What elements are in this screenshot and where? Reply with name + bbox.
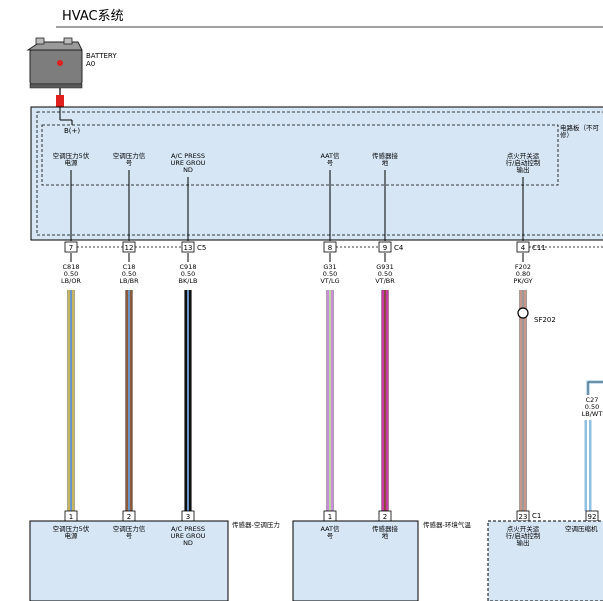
bottom-pin-label-5: 行/启动控制 [506, 531, 541, 540]
connector-pin-number: 12 [125, 244, 134, 252]
pin-label-3: AAT信 [320, 151, 340, 160]
module-top-label-2: 修） [560, 130, 573, 139]
component-name-ac-pressure: 传感器-空调压力 [232, 520, 280, 529]
connector-pin-number: 2 [383, 513, 387, 521]
wire-color-label: VT/BR [375, 277, 395, 285]
wire-circuit-label: C818 [63, 263, 80, 271]
connector-pin-number: 7 [69, 244, 73, 252]
pin-label-5: 输出 [517, 165, 530, 174]
pin-label-2: A/C PRESS [171, 152, 205, 160]
wire-gauge-label: 0.50 [323, 270, 337, 278]
wire-color-label: VT/LG [320, 277, 339, 285]
wire-color-label: BK/LB [179, 277, 198, 285]
battery-name: BATTERY [86, 52, 117, 60]
connector-pin-number: 8 [328, 244, 332, 252]
splice-label: SF202 [534, 316, 556, 324]
connector-name: C1 [532, 512, 541, 520]
wire-circuit-label: C27 [586, 396, 599, 404]
bottom-pin-label-5: 点火开关运 [507, 524, 540, 533]
wire-gauge-label: 0.80 [516, 270, 530, 278]
connector-pin-number: 92 [588, 513, 597, 521]
pin-label-0: 空调压力5伏 [53, 151, 90, 160]
pin-label-5: 点火开关运 [507, 151, 540, 160]
module-top-subcircuit [41, 124, 559, 186]
wire-color-label: PK/GY [513, 277, 532, 285]
bottom-pin-label-5: 输出 [517, 538, 530, 547]
battery-icon [26, 37, 83, 107]
connector-pin-number: 1 [328, 513, 332, 521]
pin-label-1: 号 [126, 159, 133, 167]
page-title: HVAC系统 [62, 9, 124, 24]
bottom-pin-label-3: 号 [327, 532, 334, 540]
bottom-pin-label-2: URE GROU [171, 532, 206, 540]
wire-color-label: LB/BR [119, 277, 139, 285]
connector-name: C5 [197, 244, 206, 252]
component-ac-pressure-sensor [29, 520, 229, 601]
module-top [30, 106, 603, 241]
wire-gauge-label: 0.50 [122, 270, 136, 278]
connector-pin-number: 3 [186, 513, 190, 521]
bottom-pin-label-0: 空调压力5伏 [53, 524, 90, 533]
bottom-pin-label-4: 地 [382, 531, 389, 540]
connector-pin-number: 4 [521, 244, 526, 252]
wire-circuit-label: G31 [323, 263, 336, 271]
connector-name: C11 [532, 244, 546, 252]
component-bcm-lower [487, 520, 603, 601]
wire-gauge-label: 0.50 [64, 270, 78, 278]
pin-label-1: 空调压力信 [113, 151, 146, 160]
pin-label-2: URE GROU [171, 159, 206, 167]
wire-circuit-label: C18 [123, 263, 136, 271]
wire-color-label: LB/WT [582, 410, 603, 418]
wire-gauge-label: 0.50 [378, 270, 392, 278]
pin-label-0: 电源 [65, 158, 79, 167]
module-top-inner-dashed [36, 111, 603, 236]
wire-circuit-label: C918 [180, 263, 197, 271]
pin-label-4: 传感器接 [372, 151, 399, 160]
connector-pin-box [378, 241, 392, 253]
wire-circuit-label: G931 [376, 263, 393, 271]
connector-pin-number: 13 [184, 244, 193, 252]
bottom-pin-label-2: ND [183, 539, 193, 547]
pin-label-3: 号 [327, 159, 334, 167]
connector-pin-number: 1 [69, 513, 73, 521]
bottom-pin-label-2: A/C PRESS [171, 525, 205, 533]
bottom-pin-label-3: AAT信 [320, 524, 340, 533]
module-top-label-1: 电路板（不可 [560, 123, 600, 132]
battery-terminal-label: B(+) [64, 127, 80, 135]
battery-code: A0 [86, 60, 95, 68]
component-ambient-temp-sensor [292, 520, 419, 601]
connector-pin-number: 23 [519, 513, 528, 521]
connector-name: C4 [394, 244, 404, 252]
splice-point [517, 307, 529, 319]
wire-circuit-label: F202 [515, 263, 531, 271]
wire-color-label: LB/OR [61, 277, 81, 285]
wire-gauge-label: 0.50 [181, 270, 195, 278]
wire-c27-bend [586, 380, 603, 395]
bottom-pin-label-1: 号 [126, 532, 133, 540]
bottom-pin-label-4: 传感器接 [372, 524, 399, 533]
wire-gauge-label: 0.50 [585, 403, 599, 411]
component-name-ambient-temp: 传感器-环境气温 [423, 520, 471, 529]
bottom-pin-label-0: 电源 [65, 531, 79, 540]
connector-pin-number: 2 [127, 513, 131, 521]
connector-pin-box [181, 241, 195, 253]
pin-label-5: 行/启动控制 [506, 158, 541, 167]
connector-pin-number: 9 [383, 244, 387, 252]
bottom-pin-label-6: 空调压缩机 [565, 524, 598, 533]
pin-label-4: 地 [382, 158, 389, 167]
bottom-pin-label-1: 空调压力信 [113, 524, 146, 533]
pin-label-2: ND [183, 166, 193, 174]
